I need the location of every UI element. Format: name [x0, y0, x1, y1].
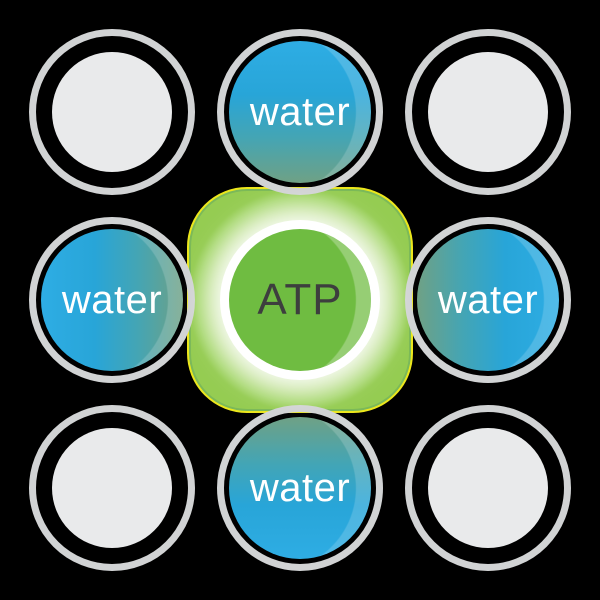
water-circle: water: [41, 229, 183, 371]
empty-circle-top-left: [29, 29, 195, 195]
atp-label: ATP: [257, 275, 343, 324]
water-molecule-bottom: water: [217, 405, 383, 571]
empty-circle-top-right: [405, 29, 571, 195]
water-label: water: [61, 278, 163, 322]
empty-circle-fill: [52, 52, 172, 172]
empty-circle-bottom-left: [29, 405, 195, 571]
water-label: water: [249, 90, 351, 134]
water-circle: water: [229, 41, 371, 183]
empty-circle-bottom-right: [405, 405, 571, 571]
water-circle: water: [229, 417, 371, 559]
water-circle: water: [417, 229, 559, 371]
water-label: water: [249, 466, 351, 510]
water-molecule-top: water: [217, 29, 383, 195]
water-molecule-left: water: [29, 217, 195, 383]
empty-circle-fill: [428, 52, 548, 172]
empty-circle-fill: [428, 428, 548, 548]
empty-circle-fill: [52, 428, 172, 548]
atp-molecule: ATP: [229, 229, 371, 371]
water-molecule-right: water: [405, 217, 571, 383]
water-label: water: [437, 278, 539, 322]
